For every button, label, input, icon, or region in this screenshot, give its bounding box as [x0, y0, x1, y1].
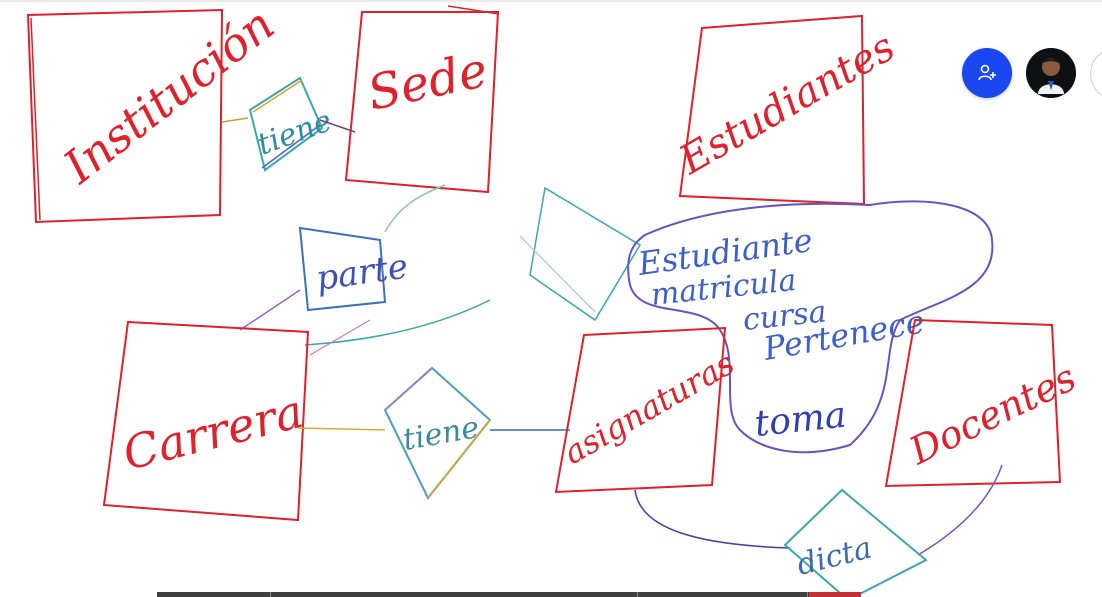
note-toma: toma [753, 395, 849, 445]
connector-tiene-sede [319, 119, 356, 133]
recording-indicator [809, 592, 861, 597]
relation-dicta[interactable]: dicta [783, 488, 928, 597]
bottom-toolbar [157, 592, 861, 597]
relationship-notes[interactable]: Estudiante matricula cursa Pertenece tom… [627, 200, 994, 454]
relation-parte[interactable]: parte [298, 226, 411, 312]
note-cursa: cursa [741, 294, 828, 338]
entity-asignaturas-label: asignaturas [557, 344, 741, 472]
invite-button[interactable] [962, 48, 1012, 98]
add-person-icon [978, 64, 996, 81]
entity-institucion[interactable]: Institución [26, 0, 284, 224]
entity-institucion-label: Institución [53, 0, 284, 194]
connector-parte-carrera [239, 289, 301, 331]
entity-sede-label: Sede [363, 42, 492, 122]
entity-estudiantes-label: Estudiantes [671, 24, 903, 184]
connector-estudiantes-relation-2 [519, 235, 596, 313]
relation-parte-label: parte [314, 246, 411, 298]
entity-asignaturas[interactable]: asignaturas [554, 326, 741, 494]
top-divider [0, 0, 1102, 2]
relation-tiene-2[interactable]: tiene [383, 366, 492, 500]
connector-parte-extra [309, 319, 371, 356]
connector-carrera-tiene [297, 427, 386, 431]
entity-carrera[interactable]: Carrera [102, 320, 310, 522]
connector-sede-parte [384, 184, 446, 233]
connector-institucion-tiene [221, 117, 249, 123]
relation-tiene-2-label: tiene [400, 410, 481, 458]
relation-tiene-1-label: tiene [253, 103, 337, 162]
entity-estudiantes[interactable]: Estudiantes [671, 14, 903, 206]
connector-docentes-dicta [917, 464, 1003, 556]
relation-tiene-1[interactable]: tiene [248, 76, 337, 172]
relation-dicta-label: dicta [793, 531, 875, 583]
connector-estudiantes-relation [529, 186, 642, 322]
avatar-icon [1026, 48, 1076, 98]
entity-sede[interactable]: Sede [344, 5, 500, 194]
entity-docentes[interactable]: Docentes [884, 318, 1083, 488]
entity-carrera-label: Carrera [118, 384, 309, 481]
user-avatar[interactable] [1026, 48, 1076, 98]
connector-asignaturas-dicta [634, 489, 791, 549]
